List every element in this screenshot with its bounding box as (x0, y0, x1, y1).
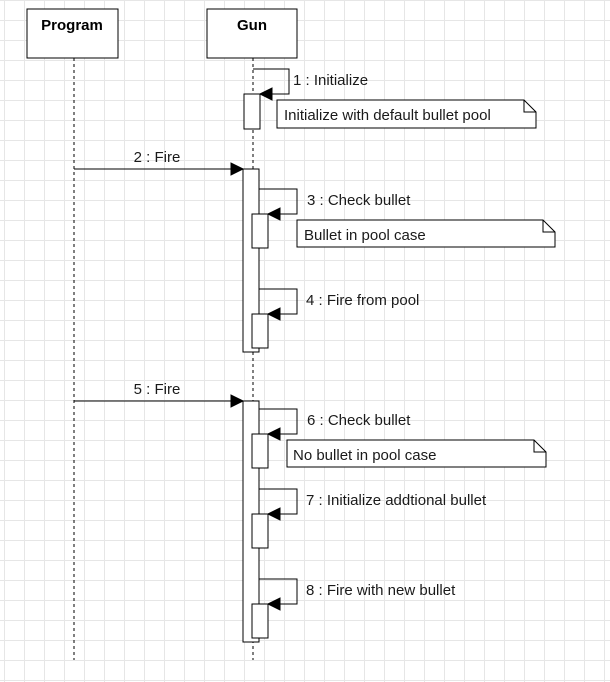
message-3-arrowhead (266, 207, 281, 221)
participant-program-label: Program (41, 17, 103, 34)
message-7-arrowhead (266, 507, 281, 521)
note-default-bullet-pool-fold (523, 100, 536, 113)
message-2-label: 2 : Fire (134, 149, 181, 166)
message-5-arrowhead (230, 394, 245, 408)
message-3-check-bullet[interactable]: 3 : Check bullet (259, 188, 411, 221)
message-3-line (259, 188, 298, 215)
message-5-fire[interactable]: 5 : Fire (74, 381, 245, 408)
message-1-line (253, 68, 290, 95)
message-2-arrowhead (230, 162, 245, 176)
note-no-bullet-in-pool-label: No bullet in pool case (293, 447, 436, 464)
message-7-line (259, 488, 298, 515)
note-default-bullet-pool-label: Initialize with default bullet pool (284, 107, 491, 124)
message-7-label: 7 : Initialize addtional bullet (306, 492, 487, 509)
message-6-arrowhead (266, 427, 281, 441)
participant-program[interactable]: Program (26, 8, 119, 59)
note-bullet-in-pool-fold (542, 220, 555, 233)
message-2-fire[interactable]: 2 : Fire (74, 149, 245, 176)
note-no-bullet-in-pool[interactable]: No bullet in pool case (286, 439, 547, 468)
participant-program-box (26, 8, 119, 59)
gun-activation-check-bullet-1 (251, 213, 269, 249)
message-4-label: 4 : Fire from pool (306, 292, 419, 309)
note-bullet-in-pool[interactable]: Bullet in pool case (296, 219, 556, 248)
gun-activation-initialize-additional (251, 513, 269, 549)
message-3-label: 3 : Check bullet (307, 192, 411, 209)
message-6-label: 6 : Check bullet (307, 412, 411, 429)
message-1-initialize[interactable]: 1 : Initialize (253, 68, 368, 101)
message-5-label: 5 : Fire (134, 381, 181, 398)
message-4-fire-from-pool[interactable]: 4 : Fire from pool (259, 288, 419, 321)
message-8-arrowhead (266, 597, 281, 611)
note-no-bullet-in-pool-fold (533, 440, 546, 453)
message-1-arrowhead (258, 87, 273, 101)
note-bullet-in-pool-box (296, 219, 556, 248)
participant-gun-box (206, 8, 298, 59)
message-8-fire-with-new-bullet[interactable]: 8 : Fire with new bullet (259, 578, 456, 611)
participant-gun-label: Gun (237, 17, 267, 34)
message-6-line (259, 408, 298, 435)
message-8-line (259, 578, 298, 605)
note-bullet-in-pool-label: Bullet in pool case (304, 227, 426, 244)
note-default-bullet-pool[interactable]: Initialize with default bullet pool (276, 99, 537, 129)
gun-activation-fire-new-bullet (251, 603, 269, 639)
message-8-label: 8 : Fire with new bullet (306, 582, 456, 599)
gun-activation-fire-from-pool (251, 313, 269, 349)
message-1-label: 1 : Initialize (293, 72, 368, 89)
note-no-bullet-in-pool-box (286, 439, 547, 468)
gun-activation-initialize (243, 93, 261, 130)
message-4-line (259, 288, 298, 315)
note-default-bullet-pool-box (276, 99, 537, 129)
gun-activation-check-bullet-2 (251, 433, 269, 469)
message-6-check-bullet[interactable]: 6 : Check bullet (259, 408, 411, 441)
participant-gun[interactable]: Gun (206, 8, 298, 59)
message-7-initialize-additional-bullet[interactable]: 7 : Initialize addtional bullet (259, 488, 487, 521)
message-4-arrowhead (266, 307, 281, 321)
